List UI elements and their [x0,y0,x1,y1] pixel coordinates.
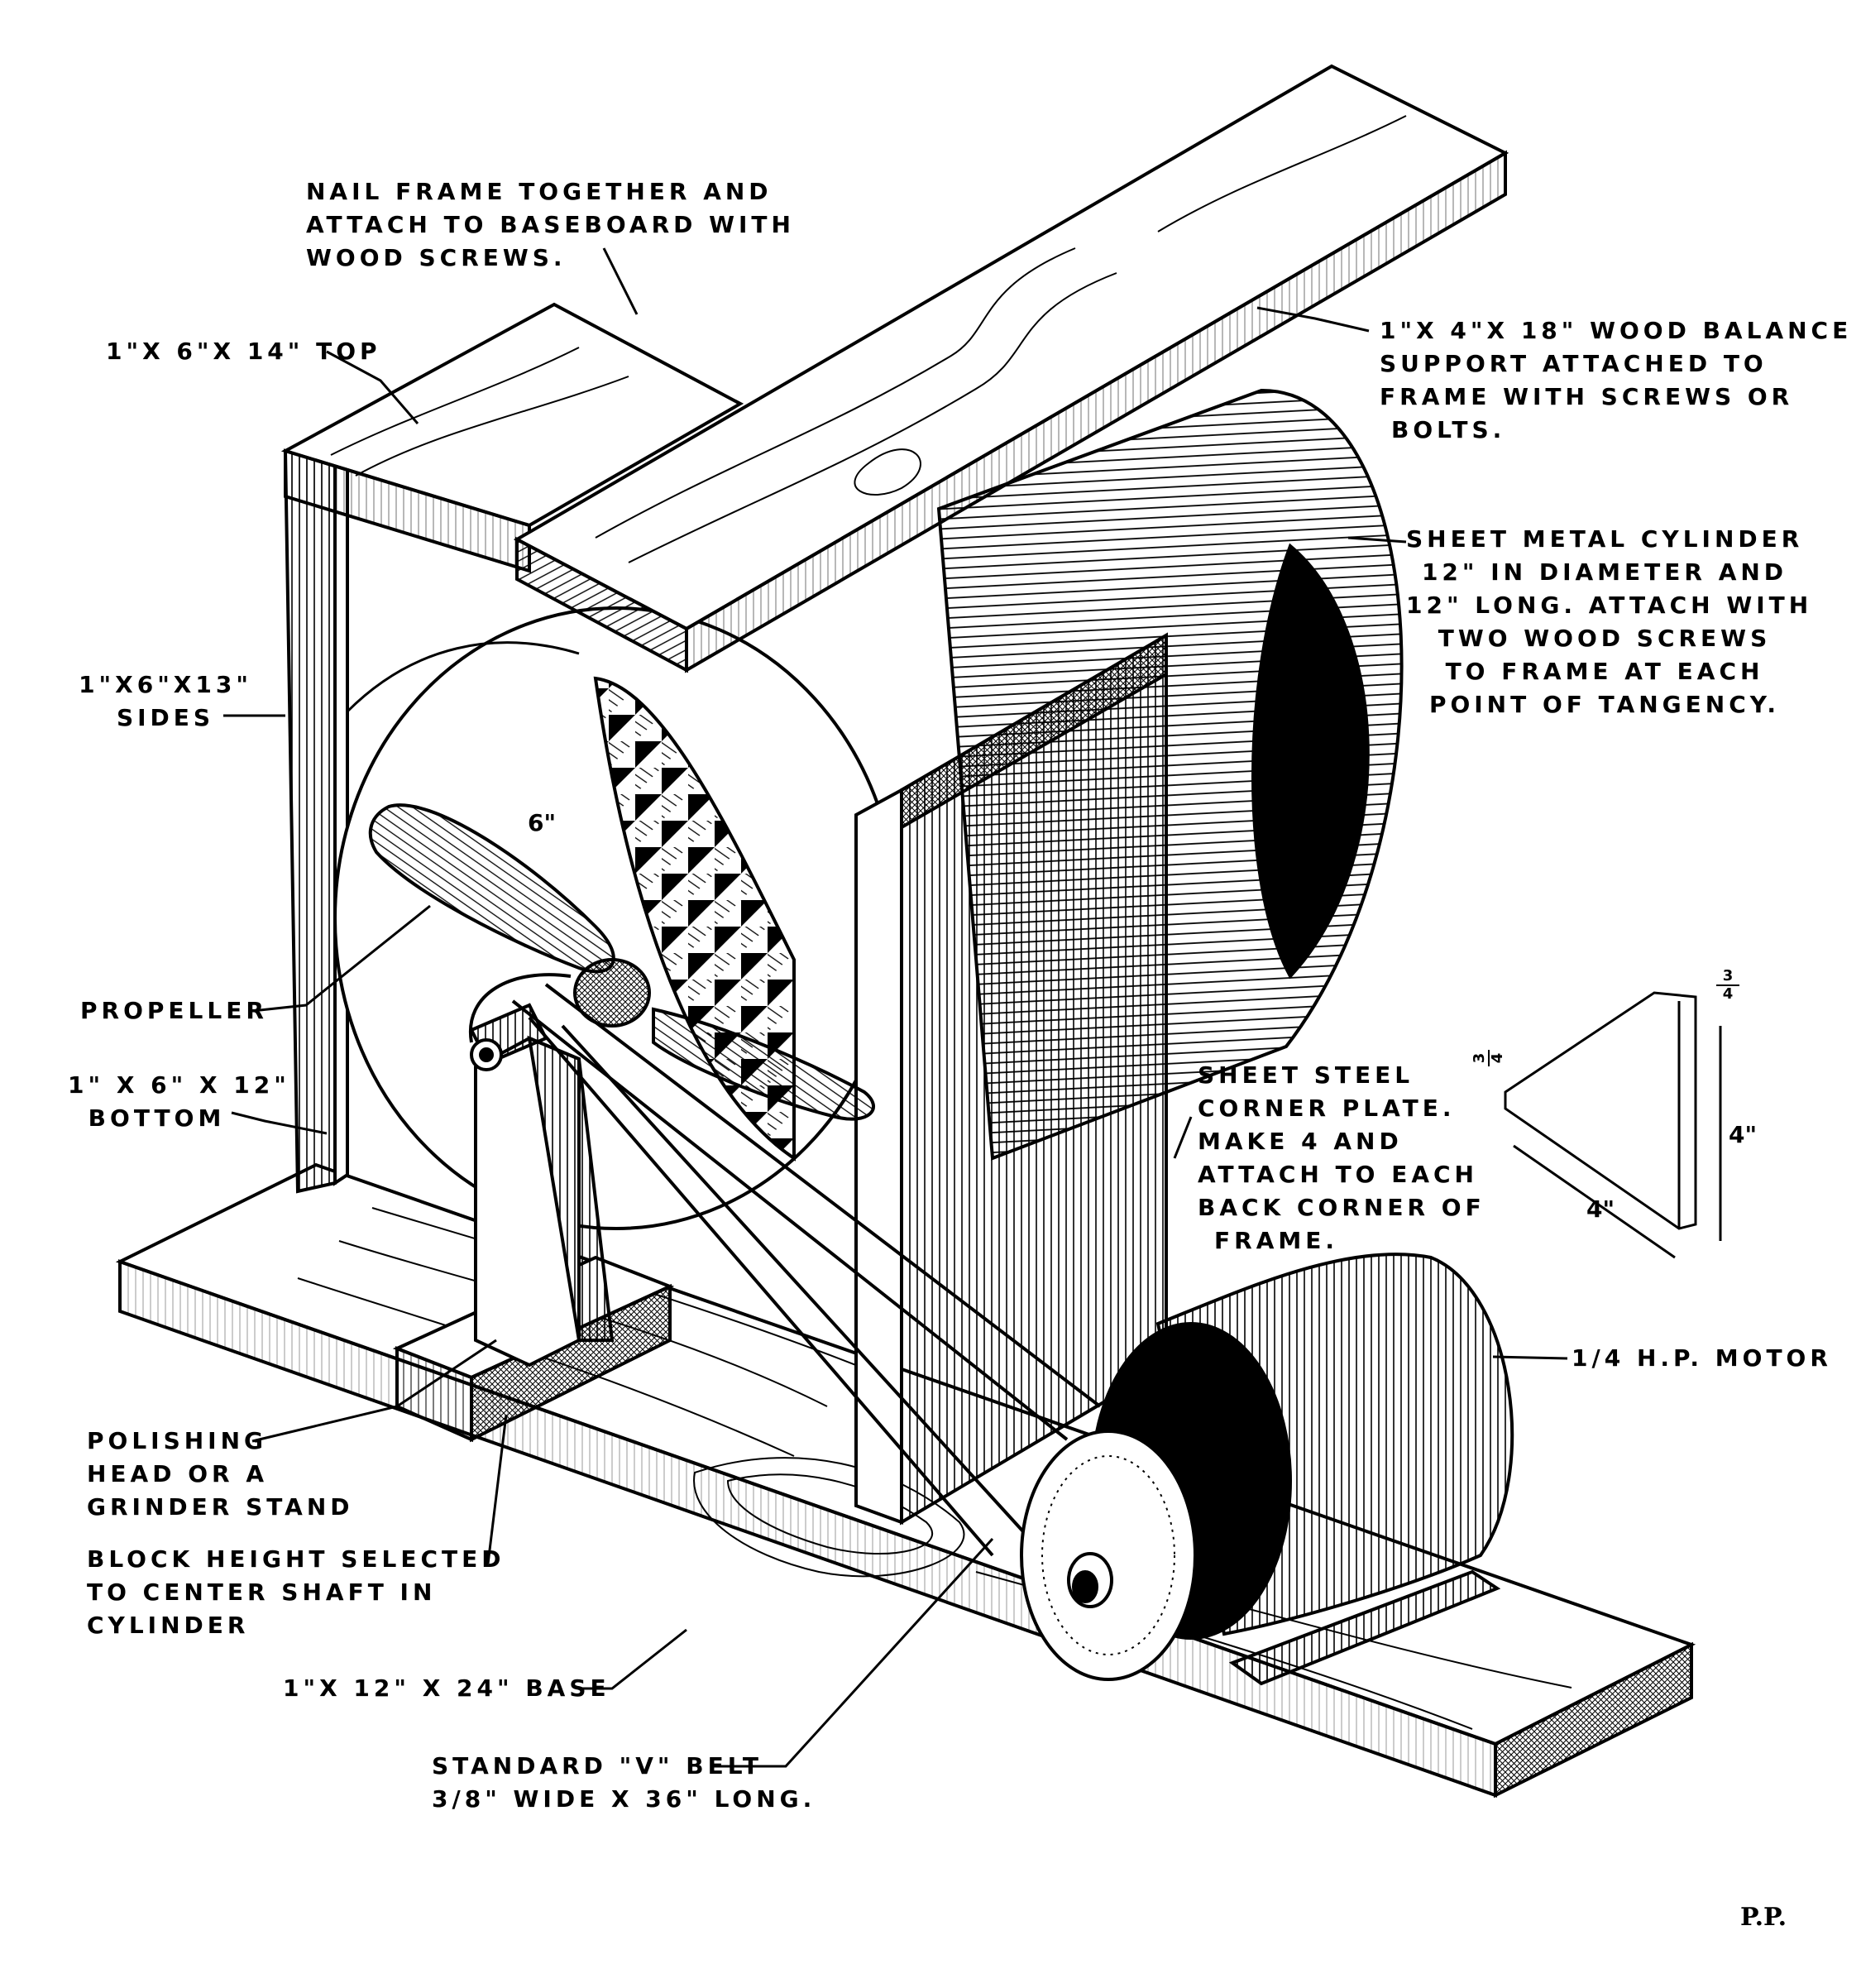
corner-plate-detail [1504,991,1722,1259]
leader-lines [223,247,1568,1768]
motor [1020,1253,1514,1686]
artist-signature: P.P. [1740,1903,1787,1932]
balance-support-board [513,64,1509,673]
dimension-plate-side: 4" [1586,1195,1615,1223]
label-polishing-head: POLISHING HEAD OR A GRINDER STAND [87,1427,354,1521]
propeller [368,803,875,1121]
label-balance-support: 1"X 4"X 18" WOOD BALANCE SUPPORT ATTACHE… [1380,317,1853,443]
dimension-opening: 6" [528,809,557,836]
label-motor: 1/4 H.P. MOTOR [1572,1344,1832,1372]
label-bottom: 1" X 6" X 12" BOTTOM [68,1071,290,1132]
grinder-stand [392,973,675,1443]
dimension-plate-thickness: 3 4 [1716,968,1739,1003]
label-base: 1"X 12" X 24" BASE [283,1674,610,1702]
label-corner-plate: SHEET STEEL CORNER PLATE. MAKE 4 AND ATT… [1198,1061,1485,1254]
cylinder-front-opening [333,606,899,1230]
label-top-board: 1"X 6"X 14" TOP [106,338,381,365]
dimension-plate-offset: 3 4 [1471,1050,1506,1066]
right-side-frame [854,632,1168,1526]
v-belt [511,983,1102,1557]
label-sheet-metal-cylinder: SHEET METAL CYLINDER 12" IN DIAMETER AND… [1406,525,1813,718]
label-nail-frame: NAIL FRAME TOGETHER AND ATTACH TO BASEBO… [306,178,795,271]
left-side-board [283,448,349,1194]
label-propeller: PROPELLER [80,997,268,1024]
label-v-belt: STANDARD "V" BELT 3/8" WIDE X 36" LONG. [432,1752,816,1813]
label-block-height: BLOCK HEIGHT SELECTED TO CENTER SHAFT IN… [87,1545,505,1639]
dimension-plate-height: 4" [1729,1121,1758,1148]
label-sides: 1"X6"X13" SIDES [79,671,252,731]
